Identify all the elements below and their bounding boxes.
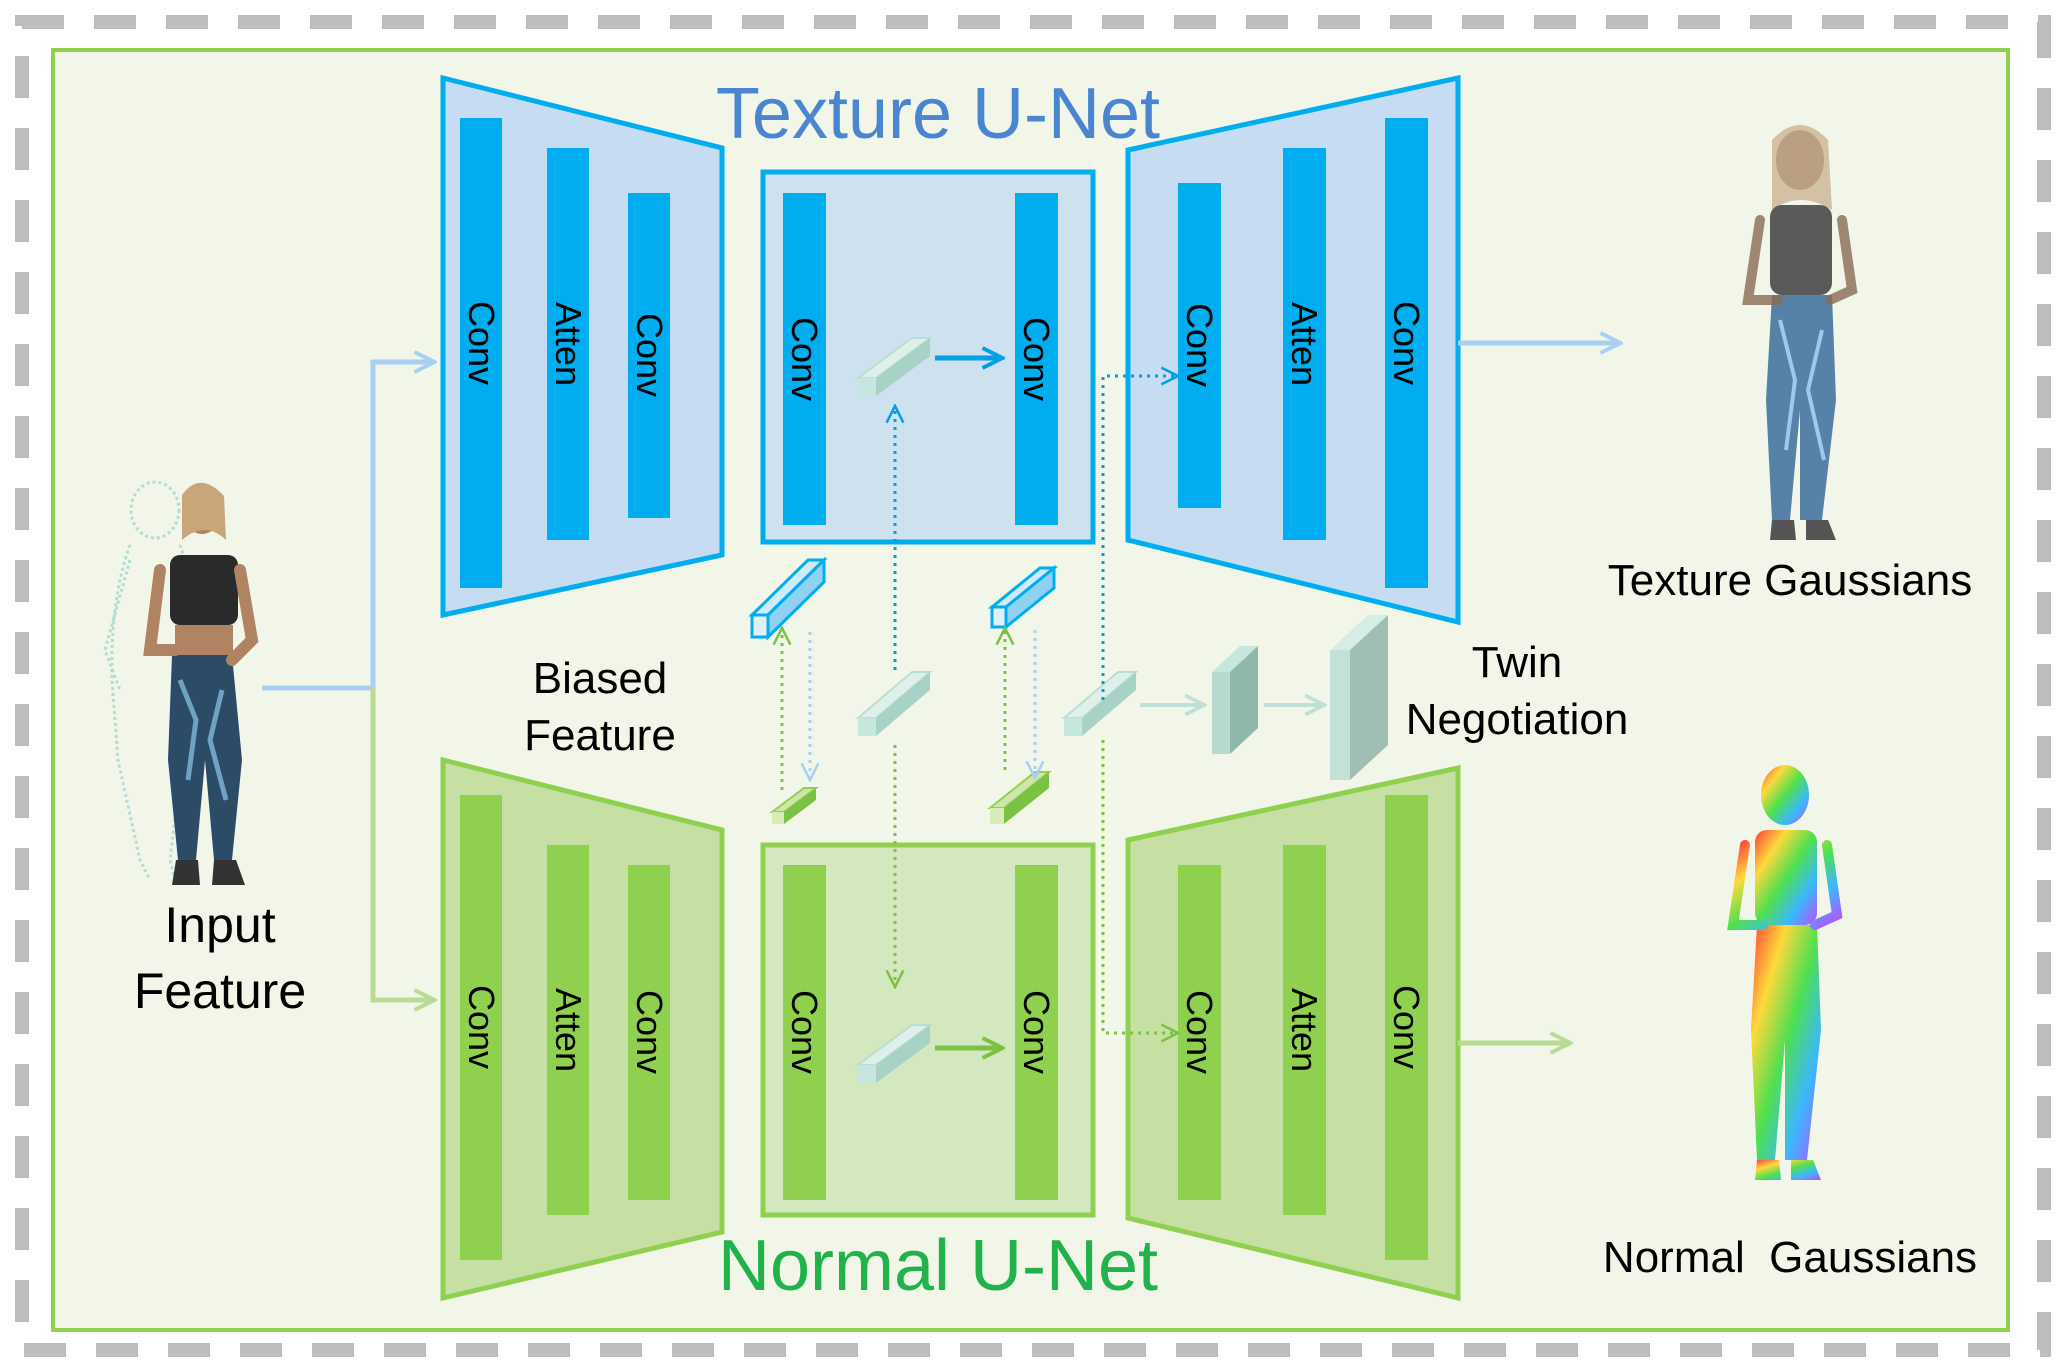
input-arrow-to-normal (370, 688, 432, 1000)
texture-enc-conv1 (460, 118, 502, 588)
texture-dec-conv2 (1385, 118, 1428, 588)
texture-gaussians-figure (1742, 125, 1858, 540)
texture-enc-conv2-label: Conv (629, 313, 670, 397)
normal-dec-conv2 (1385, 795, 1428, 1260)
input-feature-label-line2: Feature (134, 963, 306, 1019)
texture-unet-title: Texture U-Net (716, 74, 1160, 154)
texture-enc-conv1-label: Conv (461, 301, 502, 385)
normal-mid-conv1-label: Conv (784, 990, 825, 1074)
texture-mid-conv2-label: Conv (1016, 317, 1057, 401)
normal-dec-conv1 (1178, 865, 1221, 1200)
twin-negotiation-label-line2: Negotiation (1406, 695, 1629, 744)
texture-mid-conv1 (783, 193, 826, 525)
biased-feature-label-line2: Feature (524, 711, 676, 760)
normal-enc-conv2-label: Conv (629, 990, 670, 1074)
normal-dec-conv2-label: Conv (1386, 985, 1427, 1069)
texture-dec-conv1-label: Conv (1179, 303, 1220, 387)
normal-enc-conv1-label: Conv (461, 985, 502, 1069)
normal-dec-conv1-label: Conv (1179, 990, 1220, 1074)
input-arrow-to-texture (370, 362, 432, 688)
normal-gaussians-figure (1727, 765, 1843, 1180)
normal-enc-conv1 (460, 795, 502, 1260)
shared-feature-block-2 (1061, 671, 1139, 736)
normal-mid-conv2 (1015, 865, 1058, 1200)
normal-enc-atten-label: Atten (548, 988, 589, 1072)
biased-feature-block-normal-1 (769, 787, 819, 824)
biased-feature-block-texture-1 (748, 556, 828, 641)
normal-gaussians-label: Normal Gaussians (1603, 1233, 1977, 1282)
shared-feature-block-1 (855, 671, 933, 736)
normal-mid-conv1 (783, 865, 826, 1200)
texture-mid-conv1-label: Conv (784, 317, 825, 401)
texture-mid-conv2 (1015, 193, 1058, 525)
input-feature-label-line1: Input (164, 897, 275, 953)
texture-enc-atten-label: Atten (548, 302, 589, 386)
biased-feature-label-line1: Biased (533, 654, 668, 703)
normal-enc-conv2 (628, 865, 670, 1200)
input-person-figure (103, 480, 259, 885)
biased-feature-block-normal-2 (987, 771, 1052, 824)
texture-dec-atten-label: Atten (1284, 302, 1325, 386)
dotted-to-normal-decoder (1101, 740, 1176, 1033)
normal-mid-conv2-label: Conv (1016, 990, 1057, 1074)
texture-enc-conv2 (628, 193, 670, 518)
negotiation-block-large (1330, 615, 1388, 780)
texture-enc-atten (547, 148, 589, 540)
normal-bottleneck-feature-block (854, 1024, 934, 1083)
texture-dec-conv2-label: Conv (1386, 301, 1427, 385)
normal-enc-atten (547, 845, 589, 1215)
texture-dec-atten (1283, 148, 1326, 540)
texture-bottleneck-feature-block (854, 337, 934, 396)
normal-unet-title: Normal U-Net (718, 1226, 1158, 1306)
twin-negotiation-label-line1: Twin (1472, 638, 1562, 687)
normal-dec-atten-label: Atten (1284, 988, 1325, 1072)
texture-gaussians-label: Texture Gaussians (1608, 556, 1972, 605)
negotiation-block-small (1212, 646, 1258, 754)
normal-dec-atten (1283, 845, 1326, 1215)
texture-dec-conv1 (1178, 183, 1221, 508)
